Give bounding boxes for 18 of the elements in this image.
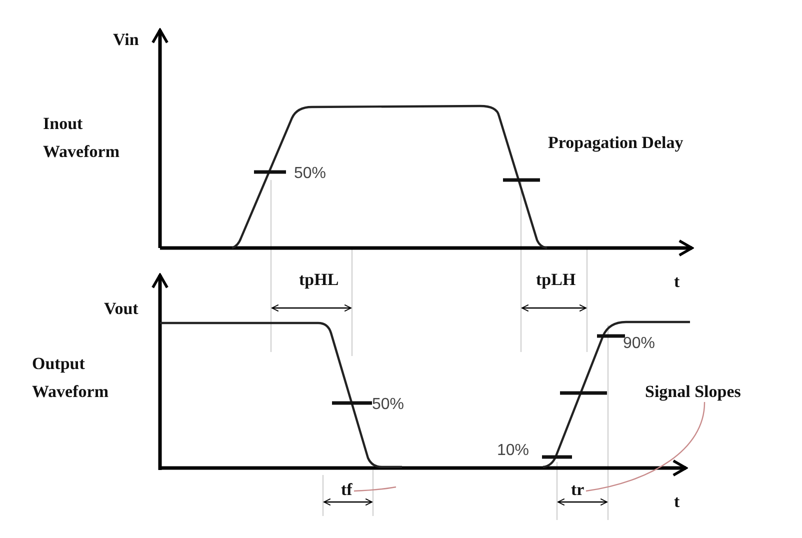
time-label: tf (341, 480, 352, 500)
axis-label: Vin (113, 30, 139, 50)
axis-label: Output Waveform (32, 353, 110, 403)
percent-label: 90% (623, 334, 656, 354)
axis-label: t (674, 492, 680, 512)
axis-label: Inout Waveform (43, 113, 120, 163)
axis-label: Vout (104, 299, 138, 319)
time-label: tr (571, 480, 584, 500)
delay-label: tpLH (536, 270, 576, 290)
percent-label: 10% (497, 441, 530, 461)
delay-label: tpHL (299, 270, 339, 290)
diagram-note: Signal Slopes (645, 382, 741, 402)
percent-label: 50% (372, 395, 404, 415)
axis-label: t (674, 272, 680, 292)
diagram-note: Propagation Delay (548, 133, 684, 153)
percent-label: 50% (294, 164, 326, 184)
leader-line (354, 486, 396, 492)
leader-line (586, 402, 706, 492)
